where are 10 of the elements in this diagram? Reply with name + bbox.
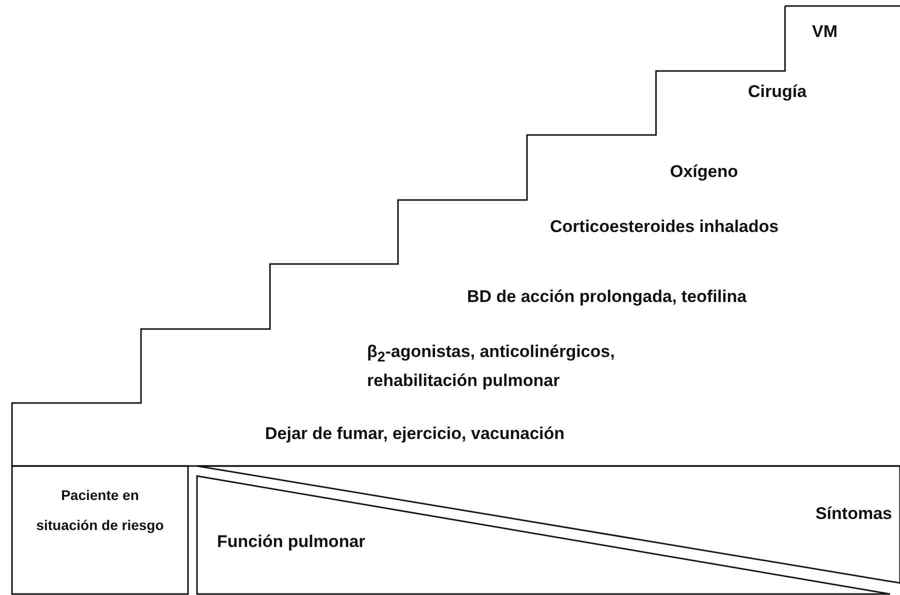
wedge-label: Función pulmonar [217, 531, 366, 553]
step-label: Dejar de fumar, ejercicio, vacunación [265, 423, 565, 445]
step-label: Cirugía [748, 81, 807, 103]
step-label: Oxígeno [670, 161, 738, 183]
step-label: β$_{2}$-agonistas, anticolinérgicos, rehabilitación pulmonar [367, 341, 616, 392]
step-label: Corticoesteroides inhalados [550, 216, 779, 238]
box-label: Paciente en situación de riesgo [35, 486, 165, 535]
wedge-label: Síntomas [815, 503, 892, 525]
step-label: VM [812, 21, 838, 43]
step-label: BD de acción prolongada, teofilina [467, 286, 747, 308]
